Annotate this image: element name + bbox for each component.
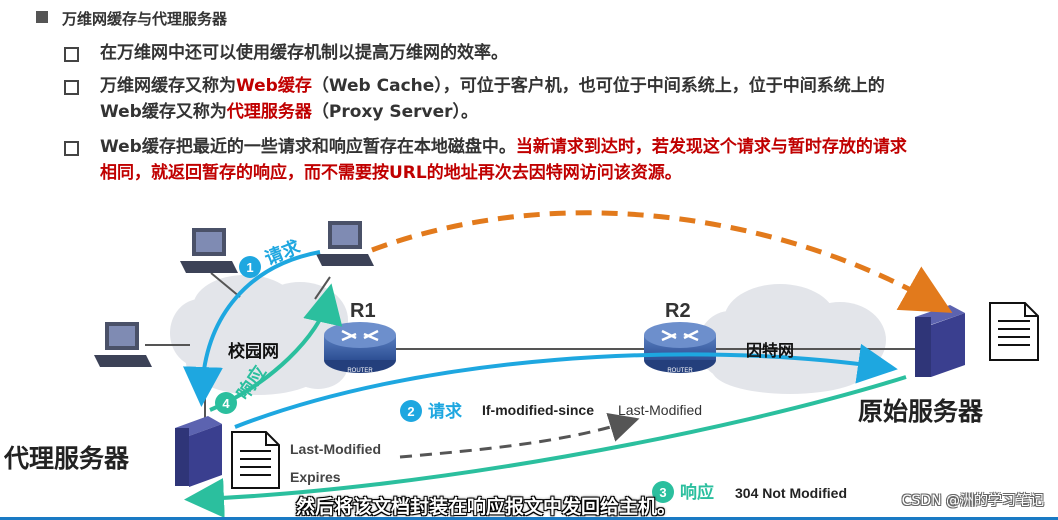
- router-r1-icon: [324, 322, 396, 373]
- internet-cloud: [698, 284, 886, 394]
- slide-heading: 万维网缓存与代理服务器: [62, 10, 228, 28]
- step2-number: 2: [407, 404, 414, 419]
- bullet-2-line2: Web缓存又称为代理服务器（Proxy Server）。: [100, 99, 885, 125]
- bullet-square-icon: [64, 80, 79, 95]
- step3-status: 304 Not Modified: [735, 485, 847, 501]
- text-segment: （Web Cache），可位于客户机，也可位于中间系统上，位于中间系统上的: [311, 76, 885, 96]
- step2-label: 请求: [428, 401, 462, 422]
- computer-icon: [180, 228, 238, 273]
- computer-icon: [316, 221, 374, 266]
- text-segment: 在万维网中还可以使用缓存机制以提高万维网的效率。: [100, 43, 508, 63]
- internet-label: 因特网: [746, 341, 794, 360]
- text-segment: 万维网缓存又称为: [100, 76, 236, 96]
- bullet-3-line2: 相同，就返回暂存的响应，而不需要按URL的地址再次去因特网访问该资源。: [100, 160, 907, 186]
- step3-number: 3: [659, 485, 666, 500]
- computer-icon: [94, 322, 152, 367]
- step1-request-arrow: [182, 250, 321, 407]
- bullet-2: 万维网缓存又称为Web缓存（Web Cache），可位于客户机，也可位于中间系统…: [100, 73, 885, 125]
- text-segment: Web缓存又称为: [100, 102, 227, 122]
- header-dashed-arrow: [399, 412, 640, 459]
- watermark: CSDN @洲的学习笔记: [901, 493, 1044, 509]
- bullet-3-line1: Web缓存把最近的一些请求和响应暂存在本地磁盘中。当新请求到达时，若发现这个请求…: [100, 134, 907, 160]
- step3-label: 响应: [680, 482, 714, 503]
- proxy-server-label: 代理服务器: [3, 444, 130, 473]
- step2-badge: [400, 400, 422, 422]
- bullet-square-icon: [64, 47, 79, 62]
- doc-field-expires: Expires: [290, 469, 341, 485]
- text-segment: （Proxy Server）。: [311, 102, 478, 122]
- origin-server-label: 原始服务器: [858, 397, 984, 426]
- highlight-text-segment: 代理服务器: [226, 102, 312, 122]
- router-r2-label: R2: [665, 300, 691, 322]
- bullet-1-line1: 在万维网中还可以使用缓存机制以提高万维网的效率。: [100, 43, 508, 63]
- bullet-3: Web缓存把最近的一些请求和响应暂存在本地磁盘中。当新请求到达时，若发现这个请求…: [100, 134, 907, 186]
- router-r1-label: R1: [350, 300, 376, 322]
- router-r1-sublabel: ROUTER: [347, 368, 373, 374]
- origin-document-icon: [989, 302, 1039, 361]
- proxy-document-icon: [231, 431, 280, 489]
- heading-square-icon: [36, 11, 48, 23]
- bullet-2-line1: 万维网缓存又称为Web缓存（Web Cache），可位于客户机，也可位于中间系统…: [100, 73, 885, 99]
- step1-number: 1: [246, 260, 253, 275]
- campus-network-label: 校园网: [228, 341, 279, 362]
- step4-badge: [215, 392, 237, 414]
- text-segment: Web缓存把最近的一些请求和响应暂存在本地磁盘中。: [100, 137, 516, 157]
- step2-value: Last-Modified: [618, 402, 702, 418]
- step4-number: 4: [222, 396, 230, 411]
- highlight-text-segment: 当新请求到达时，若发现这个请求与暂时存放的请求: [515, 137, 907, 157]
- bullet-1: 在万维网中还可以使用缓存机制以提高万维网的效率。: [100, 40, 508, 66]
- step3-response-arrow: [184, 375, 907, 518]
- step2-header: If-modified-since: [482, 402, 594, 418]
- step1-badge: [239, 256, 261, 278]
- subtitle-caption: 然后将该文档封装在响应报文中发回给主机。: [296, 496, 677, 518]
- orange-dashed-arrow: [371, 210, 953, 313]
- highlight-text-segment: Web缓存: [236, 76, 312, 96]
- bottom-accent-line: [0, 517, 1058, 520]
- highlight-text-segment: 相同，就返回暂存的响应，而不需要按URL的地址再次去因特网访问该资源。: [100, 163, 682, 183]
- origin-server-icon: [915, 305, 965, 377]
- bullet-square-icon: [64, 141, 79, 156]
- step3-badge: [652, 481, 674, 503]
- proxy-cache-diagram: ROUTER R1 ROUTER R2: [3, 210, 1039, 518]
- proxy-server-icon: [175, 416, 222, 487]
- router-r2-sublabel: ROUTER: [667, 368, 693, 374]
- step2-request-arrow: [234, 343, 898, 429]
- router-r2-icon: [644, 322, 716, 373]
- doc-field-last-modified: Last-Modified: [290, 441, 381, 457]
